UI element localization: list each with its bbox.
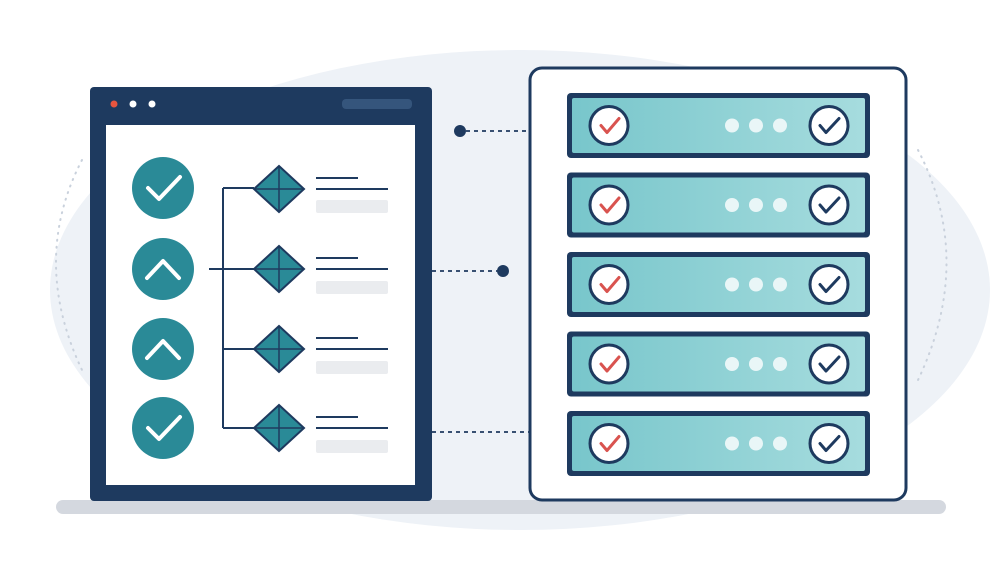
server-rack xyxy=(528,66,908,502)
server-unit xyxy=(567,93,870,158)
diamond-icon xyxy=(252,324,306,374)
indicator-dot xyxy=(725,357,739,371)
indicator-dot xyxy=(725,436,739,451)
server-status-badge xyxy=(588,264,630,305)
chevron-up-icon xyxy=(145,339,181,360)
placeholder-block xyxy=(316,257,388,294)
window-red-dot xyxy=(110,100,118,108)
indicator-dot xyxy=(725,277,739,292)
check-icon xyxy=(818,196,841,214)
check-icon xyxy=(599,355,621,373)
browser-window xyxy=(90,87,432,501)
indicator-dot xyxy=(773,357,787,371)
indicator-dot xyxy=(773,118,787,133)
server-unit-panel xyxy=(572,416,865,471)
status-circle xyxy=(132,157,194,219)
check-icon xyxy=(818,355,841,373)
status-circle xyxy=(132,318,194,380)
check-icon xyxy=(599,117,621,134)
indicator-dot xyxy=(725,118,739,133)
window-white-dot xyxy=(148,100,156,108)
text-placeholders xyxy=(316,177,388,453)
flow-tree xyxy=(209,187,254,429)
diamond-icon xyxy=(252,244,306,294)
indicator-dot xyxy=(749,436,763,451)
window-white-dot xyxy=(129,100,137,108)
diamond-icon xyxy=(252,403,306,453)
status-circle xyxy=(132,238,194,300)
check-icon xyxy=(818,276,841,293)
check-icon xyxy=(146,175,182,201)
server-unit xyxy=(567,331,870,397)
indicator-dot xyxy=(773,436,787,451)
check-icon xyxy=(599,276,621,293)
status-list xyxy=(132,157,194,459)
ground-bar xyxy=(56,500,946,514)
placeholder-block xyxy=(316,337,388,374)
server-unit xyxy=(567,252,870,317)
placeholder-block xyxy=(316,177,388,213)
status-item xyxy=(132,318,194,380)
indicator-dot xyxy=(725,198,739,212)
indicator-dot xyxy=(749,118,763,133)
check-icon xyxy=(599,196,621,214)
server-check-badge xyxy=(808,264,850,305)
server-check-badge xyxy=(808,184,850,226)
indicator-dot xyxy=(749,277,763,292)
check-icon xyxy=(146,415,182,441)
server-status-badge xyxy=(588,343,630,385)
placeholder-block xyxy=(316,416,388,453)
indicator-dot xyxy=(749,198,763,212)
server-unit-panel xyxy=(572,257,865,312)
server-unit-panel xyxy=(572,98,865,153)
connector-dot xyxy=(454,125,466,137)
check-icon xyxy=(599,435,621,452)
dotted-arc-left xyxy=(55,159,83,371)
status-circle xyxy=(132,397,194,459)
server-check-badge xyxy=(808,105,850,146)
rack-units xyxy=(567,93,870,476)
indicator-dot xyxy=(773,277,787,292)
server-unit-panel xyxy=(572,336,865,392)
server-unit xyxy=(567,411,870,476)
status-item xyxy=(132,157,194,219)
check-icon xyxy=(818,435,841,452)
server-status-badge xyxy=(588,423,630,464)
check-icon xyxy=(818,117,841,134)
decision-nodes xyxy=(252,164,306,453)
server-unit xyxy=(567,172,870,238)
indicator-dot xyxy=(773,198,787,212)
server-status-badge xyxy=(588,184,630,226)
connectors xyxy=(432,125,530,433)
indicator-dot xyxy=(749,357,763,371)
server-unit-panel xyxy=(572,177,865,233)
server-check-badge xyxy=(808,423,850,464)
address-bar xyxy=(342,99,412,109)
connector-dot xyxy=(497,265,509,277)
server-check-badge xyxy=(808,343,850,385)
chevron-up-icon xyxy=(145,259,181,280)
diamond-icon xyxy=(252,164,306,214)
server-status-badge xyxy=(588,105,630,146)
status-item xyxy=(132,238,194,300)
status-item xyxy=(132,397,194,459)
